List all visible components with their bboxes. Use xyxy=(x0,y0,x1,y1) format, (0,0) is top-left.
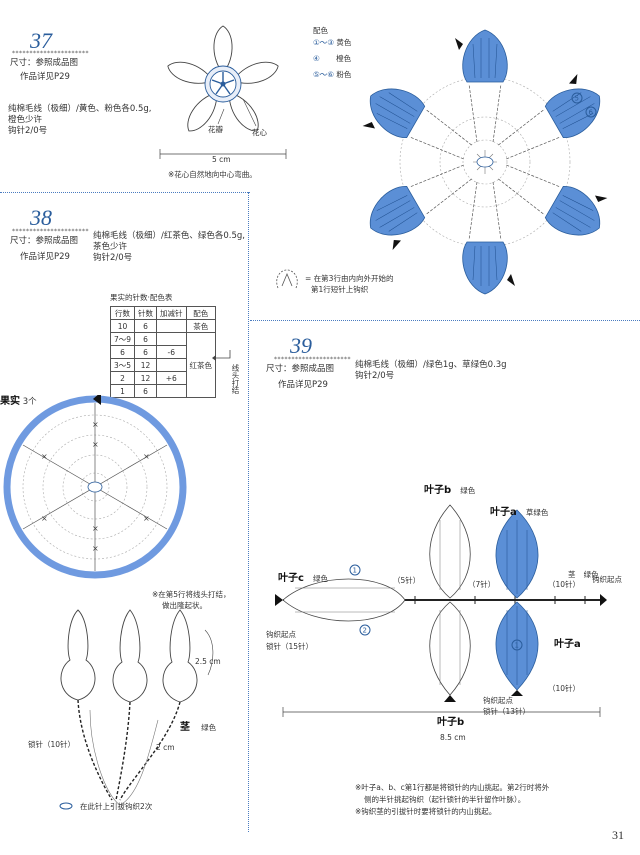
pattern-38-ref: 作品详见P29 xyxy=(20,252,70,262)
pattern-37-chart-note-2: 第1行短针上钩织 xyxy=(311,285,369,294)
start-label-bottom: 钩织起点 xyxy=(483,696,513,705)
pattern-38-material-1: 纯棉毛线（极细）/红茶色、绿色各0.5g, xyxy=(93,231,245,241)
svg-text:1: 1 xyxy=(353,567,357,575)
svg-text:1: 1 xyxy=(515,642,519,650)
pattern-39-stars: ********************** xyxy=(274,356,351,363)
chain-10-label-39: （10针） xyxy=(548,580,581,589)
pattern-38-number: 38 xyxy=(30,205,52,230)
pattern-38-stars: ********************** xyxy=(12,228,89,235)
crochet-chart-37: 6 5 xyxy=(355,29,615,295)
pattern-37-ref: 作品详见P29 xyxy=(20,72,70,82)
svg-text:×: × xyxy=(92,440,99,449)
stem-39-label: 茎 绿色 xyxy=(568,570,599,579)
berry-stems-illustration xyxy=(60,609,214,806)
pattern-37-material-3: 钩针2/0号 xyxy=(8,126,48,136)
color-legend-row-3: ⑤～⑥ 粉色 xyxy=(313,70,352,79)
pattern-39-note-3: ※钩织茎的引拔针时要将锁针的内山挑起。 xyxy=(355,807,497,816)
label-petal: 花瓣 xyxy=(208,125,223,134)
color-legend-row-2: ④ 橙色 xyxy=(313,54,352,63)
fruit-crochet-chart: × × × × × × × × xyxy=(3,395,187,579)
leaf-a-top-label: 叶子a 草绿色 xyxy=(490,507,549,518)
pattern-39-number: 39 xyxy=(290,333,312,358)
color-legend-row-1: ①～③ 黄色 xyxy=(313,38,352,47)
svg-text:×: × xyxy=(143,452,150,461)
pattern-37-number: 37 xyxy=(30,28,52,53)
leaf-b-top-label: 叶子b 绿色 xyxy=(424,485,476,496)
dimension-2cm: 2 cm xyxy=(156,743,175,752)
pattern-39-material-1: 纯棉毛线（极细）/绿色1g、草绿色0.3g xyxy=(355,360,507,370)
pattern-37-chart-note-1: = 在第3行由内向外开始的 xyxy=(305,274,394,283)
start-label-right: 钩织起点 xyxy=(592,575,622,584)
label-center: 花心 xyxy=(252,128,267,137)
table-title: 果实的针数·配色表 xyxy=(110,293,173,302)
svg-text:×: × xyxy=(92,544,99,553)
svg-text:×: × xyxy=(41,452,48,461)
pattern-37-note: ※花心自然地向中心弯曲。 xyxy=(168,170,257,179)
pattern-38-material-2: 茶色少许 xyxy=(93,242,128,252)
pattern-37-stars: ********************** xyxy=(12,50,89,57)
svg-text:5: 5 xyxy=(575,95,579,103)
chain-5-label: （5针） xyxy=(393,576,421,585)
leaf-b-bottom-label: 叶子b xyxy=(437,717,465,728)
chain-7-label: （7针） xyxy=(468,580,496,589)
knot-arrow xyxy=(212,350,231,361)
knot-side-note: 线头打结 xyxy=(231,364,240,394)
pattern-39-ref: 作品详见P29 xyxy=(278,380,328,390)
pattern-39-material-2: 钩针2/0号 xyxy=(355,371,395,381)
stem-label: 茎 绿色 xyxy=(180,722,217,733)
pattern-39-note-2: 侧的半针挑起钩织（起针锁针的半针留作叶脉）。 xyxy=(364,795,526,804)
pattern-39-size: 尺寸：参照成品图 xyxy=(266,364,335,374)
svg-text:×: × xyxy=(92,524,99,533)
table-header-row: 行数 针数 加减针 配色 xyxy=(109,306,217,320)
chain-10-label: 锁针（10针） xyxy=(28,740,76,749)
color-legend-title: 配色 xyxy=(313,26,328,35)
svg-text:×: × xyxy=(92,420,99,429)
fruit-label: 果实 3个 xyxy=(0,396,37,407)
start-label-left: 钩织起点 xyxy=(266,630,296,639)
petal-1 xyxy=(213,25,233,75)
knot-note-1: ※在第5行将线头打结， xyxy=(152,590,231,599)
pattern-37-material-1: 纯棉毛线（极细）/黄色、粉色各0.5g, xyxy=(8,104,152,114)
knot-note-2: 做出隆起状。 xyxy=(162,601,207,610)
pattern-37-size: 尺寸：参照成品图 xyxy=(10,58,79,68)
chain-10-leaf-a: （10针） xyxy=(548,684,581,693)
flower-illustration xyxy=(159,25,287,159)
oval-marker-icon xyxy=(59,802,73,810)
pattern-38-size: 尺寸：参照成品图 xyxy=(10,236,79,246)
dimension-2-5cm: 2.5 cm xyxy=(195,657,221,666)
page-number: 31 xyxy=(612,828,624,842)
pattern-38-material-3: 钩针2/0号 xyxy=(93,253,133,263)
chain-13-label: 锁针（13针） xyxy=(483,707,531,716)
bottom-note: 在此针上引拔钩织2次 xyxy=(80,802,153,811)
leaf-c-label: 叶子c 绿色 xyxy=(278,573,329,584)
svg-text:×: × xyxy=(41,514,48,523)
dimension-8-5cm: 8.5 cm xyxy=(437,733,469,743)
pattern-39-note-1: ※叶子a、b、c第1行都是将锁针的内山挑起。第2行时将外 xyxy=(355,783,550,792)
short-stitch-icon xyxy=(276,269,298,289)
chain-15-label: 锁针（15针） xyxy=(266,642,314,651)
pattern-37-material-2: 橙色少许 xyxy=(8,115,43,125)
svg-text:6: 6 xyxy=(589,109,594,117)
leaf-a-bottom-label: 叶子a xyxy=(554,639,581,650)
svg-text:×: × xyxy=(143,514,150,523)
dimension-5cm: 5 cm xyxy=(210,155,233,165)
leaves-crochet-chart: 1 2 1 xyxy=(275,504,607,717)
svg-text:2: 2 xyxy=(363,627,367,635)
